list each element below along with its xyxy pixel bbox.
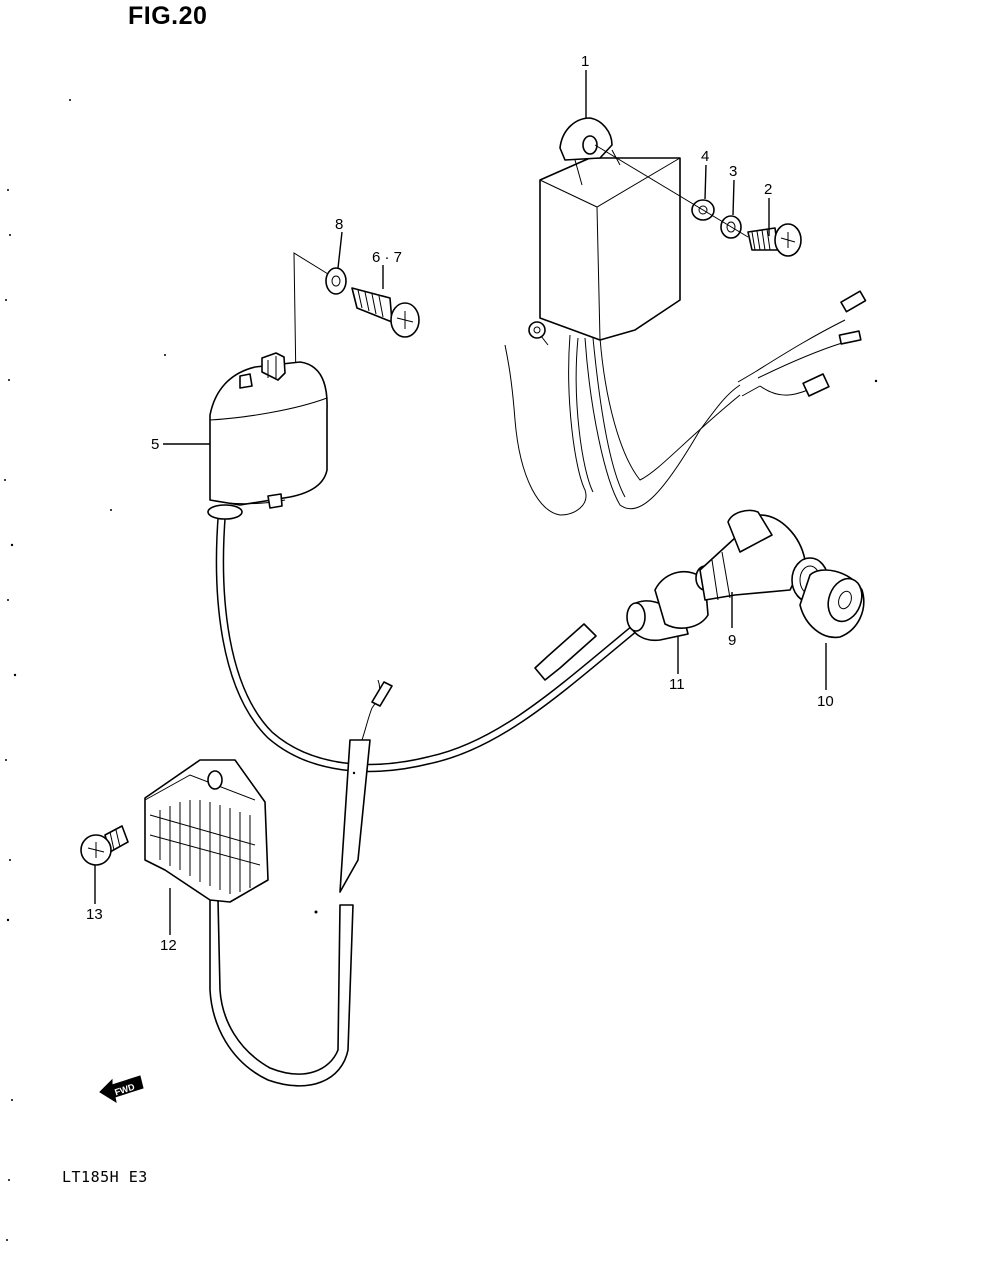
callout-5: 5 [151, 436, 159, 453]
leader-lines [94, 70, 827, 935]
callout-10: 10 [817, 693, 834, 710]
spark-plug-seal-part-11[interactable] [626, 565, 715, 642]
washer-part-3[interactable] [720, 215, 742, 239]
callout-2: 2 [764, 181, 772, 198]
ignition-coil[interactable] [209, 352, 328, 509]
callout-8: 8 [335, 216, 343, 233]
bolt-part-6-7[interactable] [351, 287, 420, 338]
regulator-rectifier-part-12[interactable] [144, 759, 269, 903]
spark-plug-boot-part-10[interactable] [799, 569, 868, 639]
callout-13: 13 [86, 906, 103, 923]
figure-title: FIG.20 [128, 2, 208, 30]
fwd-arrow-icon: FWD [99, 1075, 144, 1104]
scan-artifacts [4, 99, 878, 1241]
washer-part-8[interactable] [325, 267, 347, 295]
callout-1: 1 [581, 53, 589, 70]
callout-6-7: 6 · 7 [372, 249, 402, 266]
callout-4: 4 [701, 148, 709, 165]
ground-wire [209, 679, 393, 1087]
high-tension-lead [207, 504, 640, 773]
callout-9: 9 [728, 632, 736, 649]
callout-11: 11 [669, 676, 685, 693]
cdi-mounting-axis [594, 144, 749, 238]
coil-mounting-axis [293, 252, 329, 386]
callout-12: 12 [160, 937, 177, 954]
cdi-unit[interactable] [504, 117, 867, 516]
model-code: LT185H E3 [62, 1168, 148, 1186]
callout-3: 3 [729, 163, 737, 180]
screw-part-2[interactable] [747, 223, 802, 257]
screw-part-13[interactable] [80, 825, 129, 866]
